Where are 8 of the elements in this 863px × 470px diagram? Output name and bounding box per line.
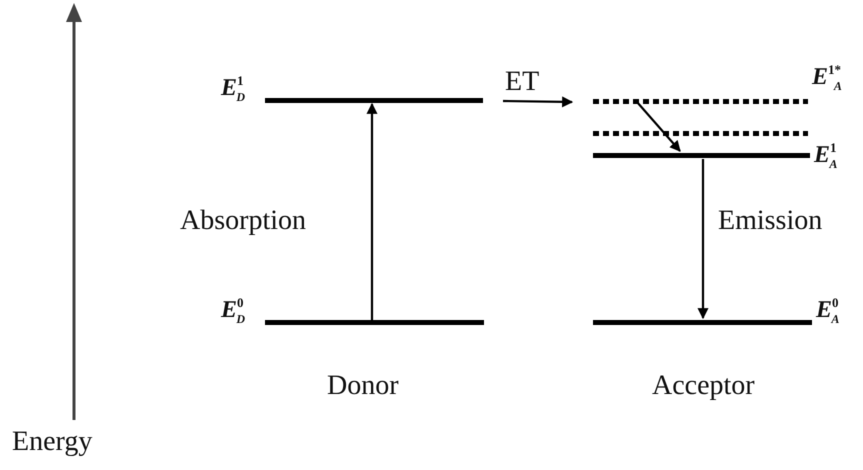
group-label: Donor [327, 372, 399, 400]
axis-label: Energy [12, 428, 92, 456]
arrow [366, 102, 378, 320]
arrow [698, 159, 708, 320]
arrow [636, 101, 681, 152]
edge-label: Absorption [180, 207, 306, 235]
group-label: Acceptor [652, 372, 755, 400]
arrow [502, 96, 574, 108]
